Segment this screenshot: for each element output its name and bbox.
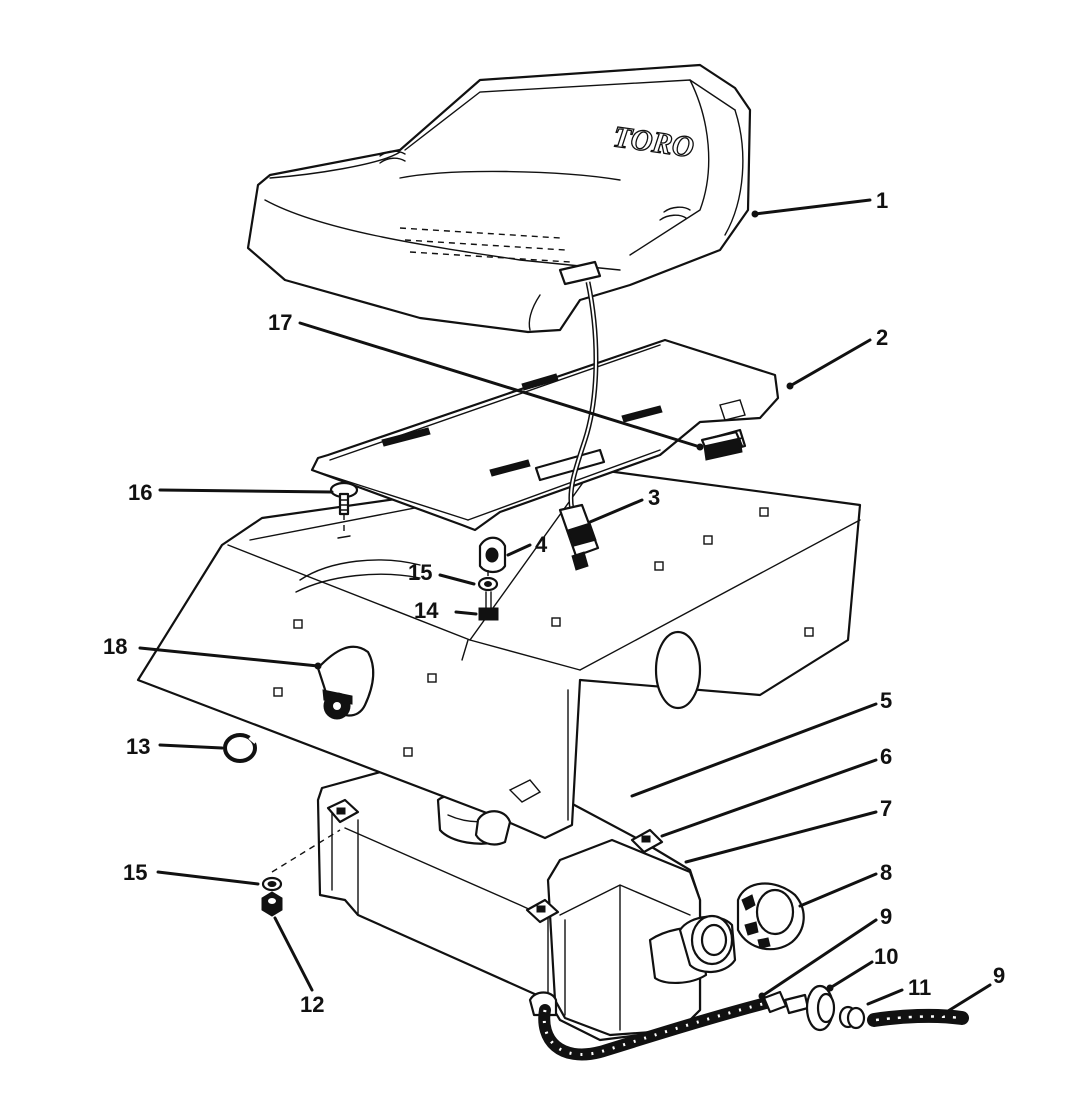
callout-16: 16: [128, 480, 152, 505]
callout-8: 8: [880, 860, 892, 885]
retaining-ring: [223, 733, 258, 763]
hose-clamp: [838, 1005, 866, 1030]
callout-10: 10: [874, 944, 898, 969]
callout-14: 14: [414, 598, 439, 623]
callout-15-upper: 15: [408, 560, 432, 585]
callout-9-left: 9: [880, 904, 892, 929]
callout-11: 11: [908, 975, 931, 1000]
leader-lines: [138, 198, 992, 1018]
fuel-tank-cap: [736, 882, 805, 951]
flange-nut: [261, 891, 283, 917]
callout-7: 7: [880, 796, 892, 821]
callout-9-right: 9: [993, 963, 1005, 988]
washer-upper: [477, 576, 499, 592]
callout-15-lower: 15: [123, 860, 147, 885]
seat-switch-harness: [558, 281, 600, 571]
seat-switch: [700, 430, 744, 461]
seat: TORO: [246, 63, 752, 334]
fuel-hose-segment: [867, 1008, 969, 1027]
callout-13: 13: [126, 734, 150, 759]
callout-4: 4: [535, 532, 548, 557]
seat-bracket-clip: [478, 536, 507, 574]
callout-12: 12: [300, 992, 324, 1017]
callout-3: 3: [648, 485, 660, 510]
seat-support-hood: [136, 468, 862, 846]
callout-17: 17: [268, 310, 292, 335]
hex-bolt: [478, 591, 499, 621]
callout-18: 18: [103, 634, 127, 659]
carriage-bolt: [329, 481, 359, 539]
washer-lower: [261, 876, 283, 892]
callout-5: 5: [880, 688, 892, 713]
fuel-filter: [805, 984, 836, 1032]
callout-labels: 1 2 3 4 5 6 7 8 9 9 10 11 12 13 14 15 15…: [103, 188, 1005, 1017]
fuel-tank: [316, 766, 737, 1042]
callout-1: 1: [876, 188, 888, 213]
nut-assembly-line: [271, 829, 341, 873]
callout-6: 6: [880, 744, 892, 769]
callout-2: 2: [876, 325, 888, 350]
